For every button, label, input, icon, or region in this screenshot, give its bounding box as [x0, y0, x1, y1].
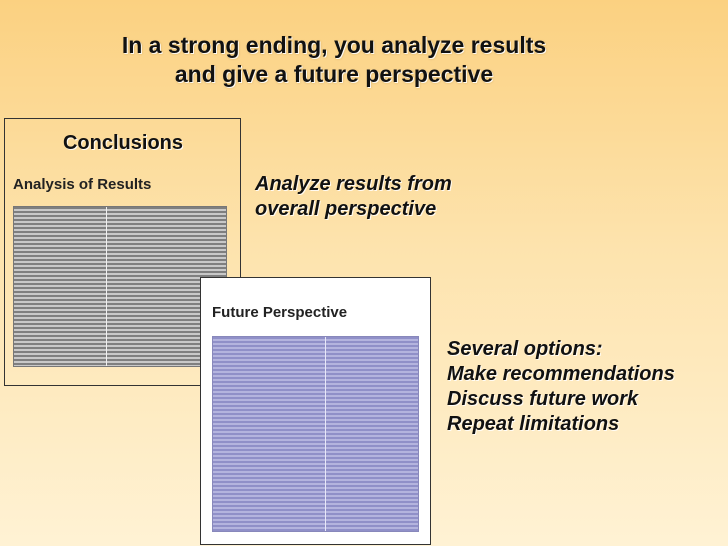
future-note: Several options: Make recommendations Di… — [447, 337, 675, 437]
conclusions-card: Conclusions Analysis of Results — [4, 118, 241, 386]
thumbnail-column-divider — [325, 337, 326, 531]
slide-title-line-2: and give a future perspective — [174, 61, 494, 87]
analysis-note-line-1: Analyze results from — [255, 173, 452, 195]
future-note-line-4: Repeat limitations — [447, 413, 620, 435]
future-note-line-2: Make recommendations — [447, 363, 675, 385]
future-note-line-3: Discuss future work — [447, 388, 639, 410]
analysis-of-results-label: Analysis of Results — [13, 176, 152, 193]
conclusions-heading: Conclusions — [62, 132, 183, 154]
analysis-thumbnail-image — [13, 206, 227, 367]
future-thumbnail-image — [212, 336, 419, 532]
slide-title: In a strong ending, you analyze results … — [0, 31, 668, 89]
future-perspective-label: Future Perspective — [212, 304, 348, 321]
future-perspective-card: Future Perspective — [200, 277, 431, 545]
thumbnail-column-divider — [106, 207, 107, 366]
slide-title-line-1: In a strong ending, you analyze results — [121, 32, 547, 58]
analysis-note: Analyze results from overall perspective — [255, 172, 452, 222]
analysis-note-line-2: overall perspective — [255, 198, 437, 220]
future-note-line-1: Several options: — [447, 338, 603, 360]
